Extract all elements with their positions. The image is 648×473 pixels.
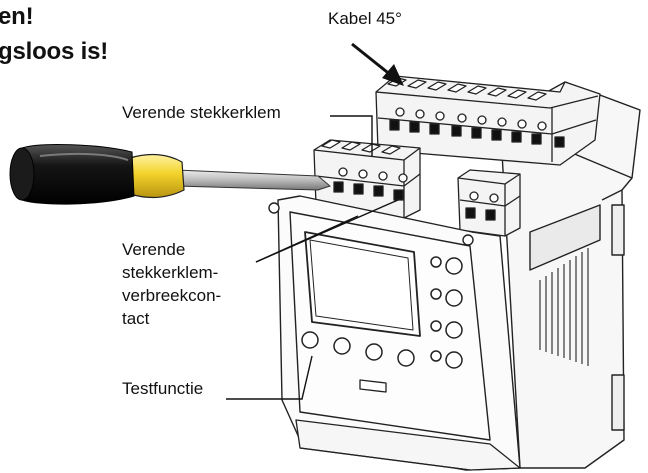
front-left-screw-slots [333,181,404,201]
header-line-2: gsloos is! [0,38,109,65]
right-button-column [430,256,463,369]
label-testfunctie: Testfunctie [122,379,204,398]
lcd-display [304,231,421,337]
label-verbreekcontact-line-1: Verende [122,240,186,259]
screwdriver-shaft [175,169,332,191]
label-verende-stekkerklem: Verende stekkerklem [122,103,281,122]
device-side-body [499,81,641,469]
screwdriver [9,144,332,205]
label-verbreekcontact: Verende stekkerklem- verbreekcon- tact [122,238,252,330]
arrow-kabel-45 [351,42,404,86]
front-left-terminal-openings [321,139,401,155]
side-vents [539,248,589,366]
label-verbreekcontact-line-4: tact [122,309,150,328]
leader-lines [226,115,399,400]
front-right-terminal-block [457,169,521,237]
label-verbreekcontact-line-3: verbreekcon- [122,286,222,305]
device-base [295,379,521,471]
front-left-terminal-block [313,139,421,221]
leader-verbreekcontact-2 [255,199,399,263]
front-buttons [301,256,463,369]
label-verbreekcontact-line-2: stekkerklem- [122,263,219,282]
leader-verende-stekkerklem [330,115,373,156]
label-kabel-45: Kabel 45° [328,9,402,28]
upper-screw-slots [389,119,565,148]
screwdriver-ferrule [129,153,185,199]
upper-screw-heads [395,107,547,131]
upper-terminal-block [375,75,601,166]
bottom-button-row [301,331,415,367]
header-line-1: en! [0,3,34,30]
leader-testfunctie [226,355,313,400]
